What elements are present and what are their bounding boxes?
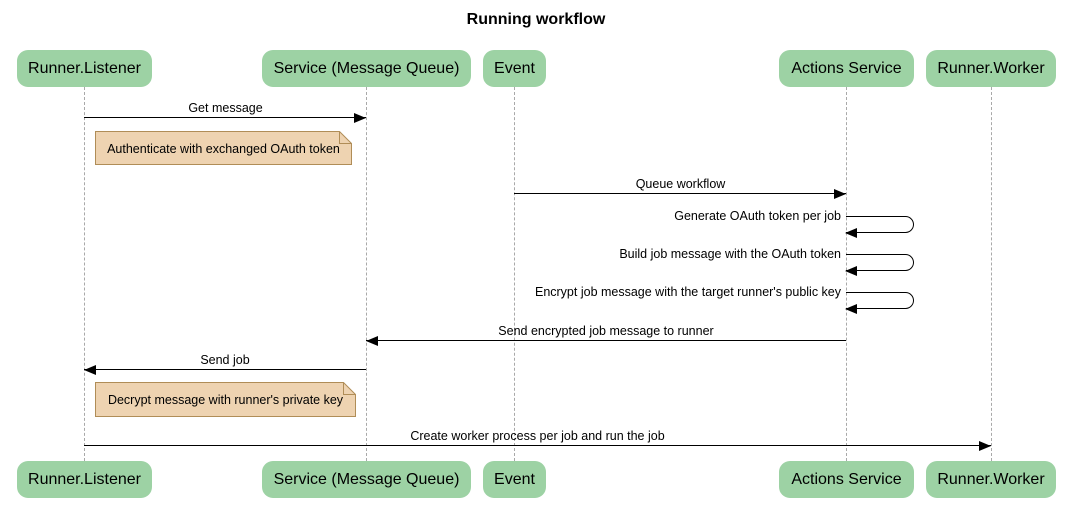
actor-runner-worker-top: Runner.Worker bbox=[926, 50, 1056, 87]
message-label: Create worker process per job and run th… bbox=[410, 429, 665, 443]
actor-event-bottom: Event bbox=[483, 461, 546, 498]
actor-runner-worker-bottom: Runner.Worker bbox=[926, 461, 1056, 498]
message-label: Build job message with the OAuth token bbox=[619, 247, 841, 261]
actor-event-top: Event bbox=[483, 50, 546, 87]
lifeline-service-message-queue bbox=[366, 87, 367, 461]
actor-service-message-queue-bottom: Service (Message Queue) bbox=[262, 461, 471, 498]
actor-runner-listener-top: Runner.Listener bbox=[17, 50, 152, 87]
diagram-title: Running workflow bbox=[466, 11, 606, 28]
self-loop bbox=[845, 292, 914, 314]
message-label: Encrypt job message with the target runn… bbox=[534, 285, 841, 299]
self-loop bbox=[845, 254, 914, 276]
note-shape bbox=[95, 382, 356, 417]
actor-service-message-queue-top: Service (Message Queue) bbox=[262, 50, 471, 87]
message-label: Generate OAuth token per job bbox=[674, 209, 841, 223]
note-text: Decrypt message with runner's private ke… bbox=[107, 393, 344, 407]
message-line bbox=[84, 117, 366, 118]
message-label: Send job bbox=[200, 353, 250, 367]
message-arrowhead bbox=[354, 113, 366, 123]
message-arrowhead bbox=[84, 365, 96, 375]
lifeline-runner-worker bbox=[991, 87, 992, 461]
message-line bbox=[84, 369, 366, 370]
actor-actions-service-bottom: Actions Service bbox=[779, 461, 914, 498]
message-label: Get message bbox=[188, 101, 263, 115]
message-arrowhead bbox=[834, 189, 846, 199]
note: Decrypt message with runner's private ke… bbox=[95, 382, 356, 417]
message-line bbox=[366, 340, 846, 341]
note-text: Authenticate with exchanged OAuth token bbox=[107, 141, 340, 156]
lifeline-event bbox=[514, 87, 515, 461]
message-label: Send encrypted job message to runner bbox=[498, 324, 714, 338]
message-line bbox=[514, 193, 846, 194]
message-arrowhead bbox=[979, 441, 991, 451]
message-arrowhead bbox=[845, 304, 857, 314]
actor-actions-service-top: Actions Service bbox=[779, 50, 914, 87]
self-loop bbox=[845, 216, 914, 238]
message-arrowhead bbox=[366, 336, 378, 346]
message-line bbox=[84, 445, 991, 446]
note: Authenticate with exchanged OAuth token bbox=[95, 131, 352, 165]
message-label: Queue workflow bbox=[635, 177, 726, 191]
lifeline-runner-listener bbox=[84, 87, 85, 461]
message-arrowhead bbox=[845, 266, 857, 276]
message-arrowhead bbox=[845, 228, 857, 238]
note-shape bbox=[95, 131, 352, 165]
actor-runner-listener-bottom: Runner.Listener bbox=[17, 461, 152, 498]
